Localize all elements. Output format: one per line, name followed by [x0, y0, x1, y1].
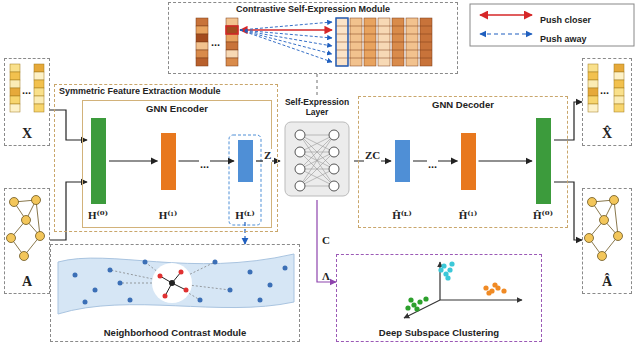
connector — [479, 160, 533, 161]
edge-label-holder: C — [321, 230, 331, 248]
ellipsis: ... — [427, 159, 438, 170]
output-box: X̂ — [582, 58, 632, 146]
label-holder: Λ — [322, 266, 330, 284]
label-holder: ... — [199, 154, 210, 172]
connector — [554, 182, 582, 240]
symbol-label: Λ — [322, 270, 330, 283]
node-label: GNN Decoder — [432, 99, 494, 110]
connector — [317, 200, 336, 282]
node-label: X̂ — [602, 126, 612, 143]
layer: H⁽ᴸ⁾ — [234, 140, 256, 222]
layer-bar — [395, 140, 410, 182]
layer: Ĥ⁽¹⁾ — [458, 133, 479, 222]
layer-bar — [161, 133, 176, 190]
output-box: Â — [582, 188, 632, 294]
node-label: Symmetric Feature Extraction Module — [59, 86, 221, 97]
node-label: GNN Encoder — [146, 103, 208, 114]
highlight — [226, 26, 238, 34]
node-label: Ĥ⁽⁰⁾ — [533, 209, 553, 222]
input-box: A — [4, 188, 50, 294]
edge-label: Z — [263, 149, 272, 162]
input-box: X — [4, 58, 50, 146]
highlight — [336, 18, 348, 66]
layer: H⁽⁰⁾ — [87, 118, 109, 222]
layer-bar — [238, 140, 253, 182]
edge-label: ZC — [364, 149, 381, 162]
node-label: Ĥ⁽ᴸ⁾ — [392, 209, 411, 222]
module-box: Symmetric Feature Extraction ModuleGNN E… — [54, 84, 278, 232]
node-label: Deep Subspace Clustering — [379, 327, 499, 338]
edge-label: C — [321, 234, 331, 247]
ellipsis: ... — [600, 85, 609, 96]
ellipsis: ... — [211, 37, 220, 48]
legend-text: Push closer — [540, 15, 591, 26]
layer: H⁽¹⁾ — [158, 133, 179, 222]
decoder-box: GNN DecoderĤ⁽ᴸ⁾ Ĥ⁽¹⁾ Ĥ⁽⁰⁾ — [358, 96, 568, 228]
layer-bar — [536, 118, 551, 204]
connector — [316, 74, 317, 96]
edge-label-holder: Z — [263, 145, 272, 163]
label-holder: ... — [427, 154, 438, 172]
module-box: Deep Subspace Clustering — [336, 254, 542, 342]
node-label: X — [22, 126, 32, 143]
label-holder: ... — [211, 32, 220, 50]
label-holder: ... — [22, 80, 31, 98]
node-label: Self-Expression Layer — [280, 97, 354, 117]
node-label: Â — [602, 274, 612, 291]
ellipsis: ... — [199, 159, 210, 170]
matrix-icon — [336, 18, 432, 66]
layer: Ĥ⁽ᴸ⁾ — [391, 140, 413, 222]
layer: Ĥ⁽⁰⁾ — [532, 118, 554, 222]
layer-bar — [91, 118, 106, 204]
connector — [244, 222, 245, 244]
legend-item: Push away — [540, 28, 587, 46]
highlight — [229, 135, 261, 225]
contrast-lines — [240, 22, 332, 62]
edge-label-holder: ZC — [364, 145, 381, 163]
matrix-icon — [196, 18, 238, 66]
node-label: A — [22, 274, 32, 291]
legend-sample — [480, 33, 532, 34]
legend-item: Push closer — [540, 9, 591, 27]
label-holder: ... — [600, 80, 609, 98]
connector — [554, 102, 582, 140]
node-label: Neighborhood Contrast Module — [104, 327, 247, 338]
cluster-plot — [404, 261, 522, 318]
module-box: Neighborhood Contrast Module — [50, 244, 300, 342]
network-icon — [285, 122, 349, 196]
connector — [109, 160, 158, 161]
node-label: H⁽ᴸ⁾ — [235, 209, 254, 222]
layer-box: Self-Expression Layer — [280, 96, 354, 200]
legend-box — [470, 4, 634, 46]
node-label: Contrastive Self-Expression Module — [236, 4, 390, 15]
ellipsis: ... — [22, 85, 31, 96]
node-label: H⁽⁰⁾ — [88, 209, 108, 222]
neighborhood-illustration — [58, 254, 294, 314]
encoder-box: GNN EncoderH⁽⁰⁾ H⁽¹⁾ H⁽ᴸ⁾ — [82, 100, 272, 228]
legend-sample — [480, 14, 532, 16]
legend-text: Push away — [540, 34, 587, 45]
layer-bar — [461, 133, 476, 190]
node-label: H⁽¹⁾ — [159, 209, 177, 222]
graph-icon — [7, 196, 623, 261]
node-label: Ĥ⁽¹⁾ — [459, 209, 477, 222]
